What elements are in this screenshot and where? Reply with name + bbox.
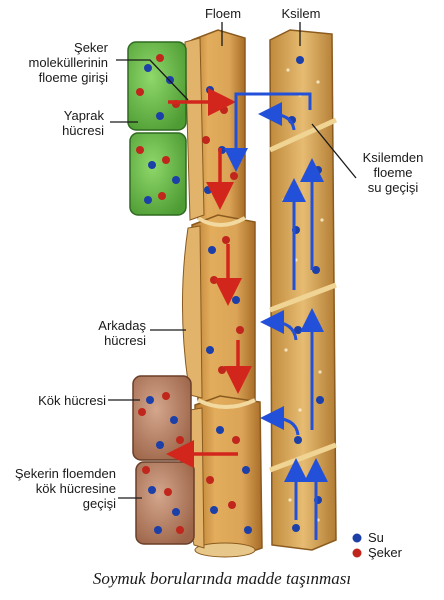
label-arkadas-hucresi: Arkadaş hücresi	[98, 318, 146, 348]
legend-sugar-label: Şeker	[368, 545, 402, 560]
xylem-column	[268, 29, 338, 551]
legend-water-dot	[352, 533, 362, 543]
label-seker-kok-gecisi: Şekerin floemden kök hücresine geçişi	[14, 466, 116, 511]
label-ksilemden-floeme: Ksilemden floeme su geçişi	[362, 150, 424, 195]
label-ksilem: Ksilem	[281, 6, 321, 21]
label-seker-girisi: Şeker moleküllerinin floeme girişi	[28, 40, 108, 85]
sugar-arrows	[166, 88, 252, 468]
legend-water-label: Su	[368, 530, 384, 545]
root-cells	[132, 375, 195, 545]
label-kok-hucresi: Kök hücresi	[38, 393, 106, 408]
legend-sugar-dot	[352, 548, 362, 558]
label-yaprak-hucresi: Yaprak hücresi	[62, 108, 104, 138]
figure-caption: Soymuk borularında madde taşınması	[92, 569, 352, 588]
leader-lines	[108, 22, 357, 499]
water-arrows	[224, 92, 328, 540]
leaf-cells	[127, 41, 187, 216]
label-floem: Floem	[204, 6, 242, 21]
